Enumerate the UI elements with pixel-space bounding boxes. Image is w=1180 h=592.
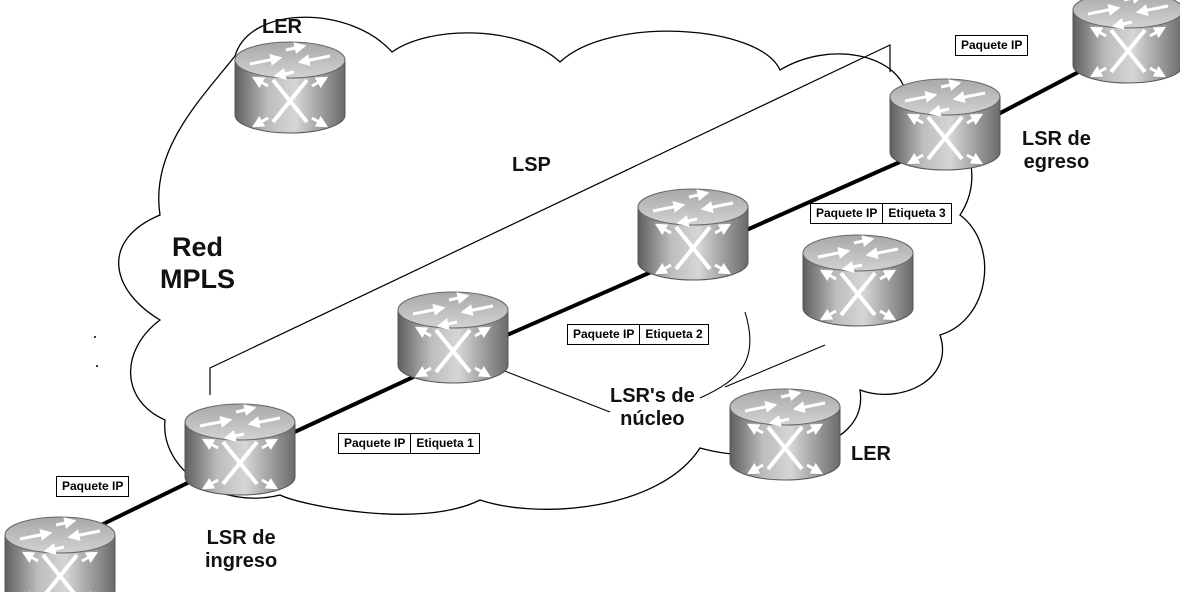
packet-label-text: Etiqueta 2 <box>639 325 707 344</box>
packet-ip-text: Paquete IP <box>961 38 1023 52</box>
lsr-nucleo-label: LSR's de núcleo <box>610 385 695 430</box>
packet-bottom-left: Paquete IP <box>56 476 130 497</box>
ler-top-label: LER <box>262 16 302 38</box>
packet-egress: Paquete IP Etiqueta 3 <box>810 203 952 224</box>
packet-ip-text: Paquete IP <box>816 206 878 220</box>
ler-bottom-label: LER <box>851 443 891 465</box>
lsr-core-2-router-icon <box>638 189 748 280</box>
packet-label-text: Etiqueta 3 <box>882 204 950 223</box>
lsr-core-1-router-icon <box>398 292 508 383</box>
lsr-ingress-label: LSR de ingreso <box>205 527 278 572</box>
ler-top-router-icon <box>235 42 345 133</box>
lsp-tunnel-line <box>209 44 891 395</box>
packet-core-2: Paquete IP Etiqueta 2 <box>567 324 709 345</box>
lsr-ingress-router-icon <box>185 404 295 495</box>
external-right-router-icon <box>1073 0 1180 83</box>
lsp-label: LSP <box>512 154 551 176</box>
packet-core-1: Paquete IP Etiqueta 1 <box>338 433 480 454</box>
lsr-core-3-router-icon <box>803 235 913 326</box>
packet-label-text: Etiqueta 1 <box>410 434 478 453</box>
lsr-egress-label: LSR de egreso <box>1022 128 1091 173</box>
lsr-egress-router-icon <box>890 79 1000 170</box>
packet-ip-text: Paquete IP <box>573 327 635 341</box>
red-mpls-label: Red MPLS <box>160 232 236 294</box>
packet-top-right: Paquete IP <box>955 35 1029 56</box>
packet-ip-text: Paquete IP <box>62 479 124 493</box>
ler-bottom-router-icon <box>730 389 840 480</box>
packet-ip-text: Paquete IP <box>344 436 406 450</box>
external-left-router-icon <box>5 517 115 592</box>
nucleo-connectors <box>501 311 826 413</box>
